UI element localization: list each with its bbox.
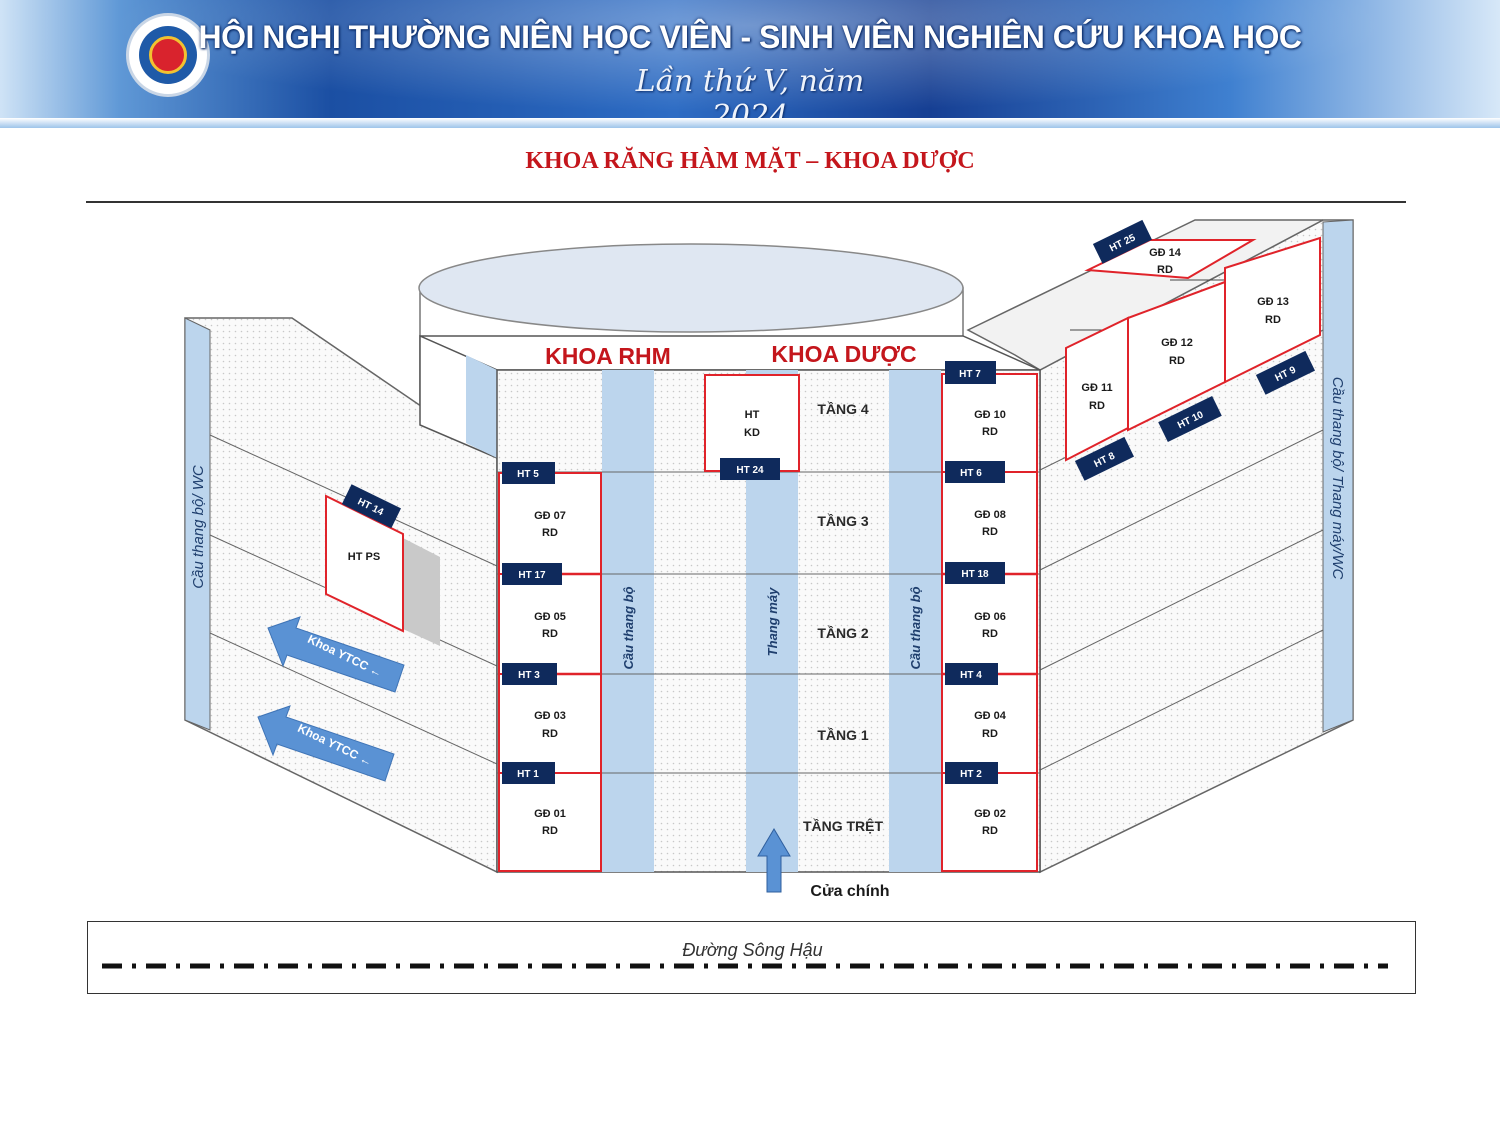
gd11-name: GĐ 11 [1081, 382, 1112, 394]
floor-ground: TẦNG TRỆT [803, 817, 884, 834]
tag-ht17-box [502, 563, 562, 585]
tag-ht5: HT 5 [517, 469, 539, 480]
room-gd04 [941, 673, 1038, 774]
main-door-label: Cửa chính [810, 883, 889, 900]
ytcc-arrow-1 [267, 616, 405, 693]
tag-ht7: HT 7 [959, 369, 981, 380]
left-wing-stair-label: Cầu thang bộ/ WC [190, 465, 207, 589]
room-gd01 [498, 772, 602, 872]
tag-ht17: HT 17 [518, 570, 546, 581]
gd12-rd: RD [1169, 355, 1185, 367]
tag-ht10-box [1158, 395, 1222, 443]
gd04-rd: RD [982, 728, 998, 740]
room-ht-kd [704, 374, 800, 472]
tag-ht14-box [341, 484, 401, 529]
central-facade [496, 369, 1041, 873]
gd03-name: GĐ 03 [534, 710, 566, 722]
dept-duoc: KHOA DƯỢC [771, 341, 916, 367]
gd14-rd: RD [1157, 264, 1173, 276]
university-logo [126, 13, 210, 97]
room-ht-ps [325, 494, 404, 633]
tag-ht5-box [502, 462, 555, 484]
htkd-kd: KD [744, 427, 760, 439]
tag-ht2: HT 2 [960, 769, 982, 780]
page-title: KHOA RĂNG HÀM MẶT – KHOA DƯỢC [525, 148, 975, 174]
tag-ht1: HT 1 [517, 769, 539, 780]
road-name: Đường Sông Hậu [682, 940, 823, 960]
gd08-name: GĐ 08 [974, 509, 1006, 521]
floor-1: TẦNG 1 [817, 727, 869, 743]
tag-ht18: HT 18 [961, 569, 989, 580]
room-gd10 [941, 373, 1038, 473]
dept-rhm: KHOA RHM [545, 343, 671, 369]
tag-ht6-box [945, 461, 1005, 483]
gd01-rd: RD [542, 825, 558, 837]
gd05-name: GĐ 05 [534, 611, 566, 623]
road-strip: Đường Sông Hậu [87, 921, 1416, 994]
gd02-rd: RD [982, 825, 998, 837]
stair-left-label: Cầu thang bộ [621, 586, 636, 669]
logo-emblem [149, 36, 187, 74]
gd12-name: GĐ 12 [1161, 337, 1193, 349]
tag-ht3-box [502, 663, 557, 685]
tag-ht9-box [1255, 350, 1315, 395]
road-centerline [102, 963, 1388, 969]
gd03-rd: RD [542, 728, 558, 740]
room-gd13 [1224, 236, 1321, 384]
floor-4: TẦNG 4 [817, 401, 869, 417]
tag-ht8-box [1074, 436, 1134, 481]
tag-ht7-box [945, 361, 996, 384]
gd13-rd: RD [1265, 314, 1281, 326]
tag-ht4-box [945, 663, 998, 685]
room-gd07 [498, 472, 602, 575]
room-gd02 [941, 772, 1038, 872]
banner-underline [0, 118, 1500, 128]
tag-ht25-box [1092, 219, 1152, 264]
gd13-name: GĐ 13 [1257, 296, 1289, 308]
tag-ht2-box [945, 762, 998, 784]
title-divider [86, 201, 1406, 203]
gd14-name: GĐ 14 [1149, 247, 1182, 259]
conference-title: HỘI NGHỊ THƯỜNG NIÊN HỌC VIÊN - SINH VIÊ… [198, 19, 1302, 55]
gd01-name: GĐ 01 [534, 808, 566, 820]
gd11-rd: RD [1089, 400, 1105, 412]
gd02-name: GĐ 02 [974, 808, 1006, 820]
right-wing-stair-label: Cầu thang bộ/ Thang máy/WC [1329, 377, 1346, 580]
tag-ht4: HT 4 [960, 670, 982, 681]
tag-ht6: HT 6 [960, 468, 982, 479]
room-gd08 [941, 471, 1038, 575]
gd10-rd: RD [982, 426, 998, 438]
tag-ht1-box [502, 762, 555, 784]
tag-ht24: HT 24 [736, 465, 764, 476]
ytcc-arrow-2 [257, 705, 395, 782]
gd08-rd: RD [982, 526, 998, 538]
gd07-name: GĐ 07 [534, 510, 566, 522]
room-gd05 [498, 573, 602, 675]
htps-name: HT PS [348, 551, 380, 563]
room-gd06 [941, 573, 1038, 675]
tag-ht18-box [945, 562, 1005, 584]
room-gd03 [498, 673, 602, 774]
gd10-name: GĐ 10 [974, 409, 1006, 421]
floor-3: TẦNG 3 [817, 513, 869, 529]
htkd-name: HT [745, 409, 760, 421]
elevator-label: Thang máy [765, 587, 780, 656]
left-wing [184, 317, 498, 874]
tag-ht24-box [720, 458, 780, 480]
stair-right-label: Cầu thang bộ [908, 586, 923, 669]
gd04-name: GĐ 04 [974, 710, 1007, 722]
main-door-arrow [757, 828, 791, 893]
gd06-rd: RD [982, 628, 998, 640]
banner-glow [0, 0, 1500, 128]
header-banner: HỘI NGHỊ THƯỜNG NIÊN HỌC VIÊN - SINH VIÊ… [0, 0, 1500, 128]
floor-2: TẦNG 2 [817, 625, 869, 641]
logo-ring [139, 26, 197, 84]
tag-group [341, 219, 1315, 784]
tag-ht3: HT 3 [518, 670, 540, 681]
gd06-name: GĐ 06 [974, 611, 1006, 623]
gd07-rd: RD [542, 527, 558, 539]
gd05-rd: RD [542, 628, 558, 640]
